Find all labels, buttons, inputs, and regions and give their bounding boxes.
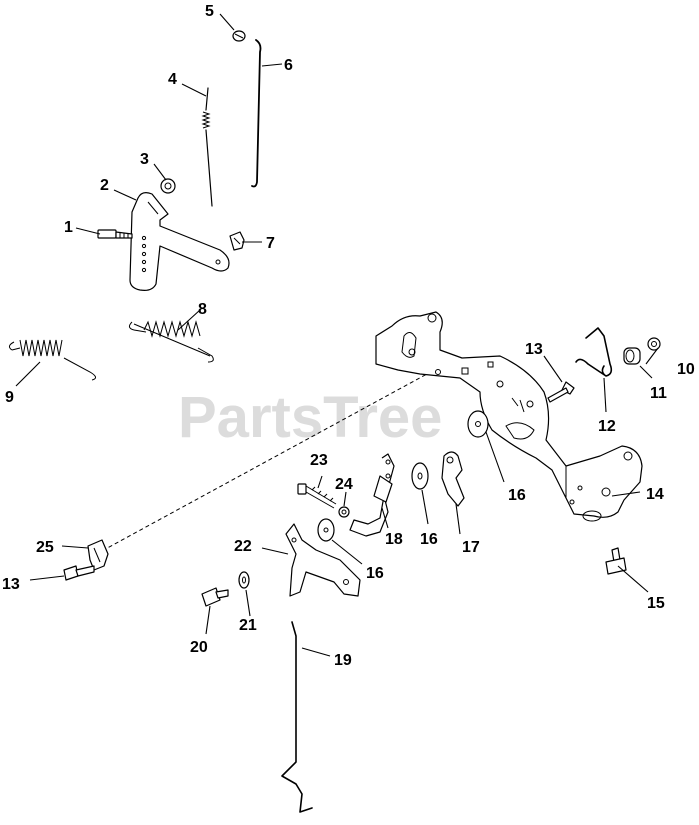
part-15-screw[interactable]	[605, 547, 627, 575]
part-24-nut[interactable]	[338, 506, 350, 518]
callout-3[interactable]: 3	[140, 151, 149, 168]
callout-17[interactable]: 17	[462, 539, 480, 556]
part-5-screw[interactable]	[232, 30, 246, 42]
callout-11[interactable]: 11	[650, 385, 667, 402]
part-2-control-lever[interactable]	[129, 192, 230, 291]
part-18-lever[interactable]	[349, 453, 395, 537]
part-6-rod[interactable]	[251, 39, 262, 188]
callout-10[interactable]: 10	[677, 361, 695, 378]
callout-21[interactable]: 21	[239, 617, 257, 634]
part-25-clip[interactable]	[87, 539, 109, 571]
part-7-clip[interactable]	[229, 231, 245, 251]
part-4-spring-wire[interactable]	[201, 87, 213, 207]
callout-14[interactable]: 14	[646, 486, 664, 503]
callout-15[interactable]: 15	[647, 595, 665, 612]
part-20-screw[interactable]	[201, 587, 229, 607]
callout-24[interactable]: 24	[335, 476, 353, 493]
part-9-spring[interactable]	[8, 339, 96, 381]
part-16-washer-middle[interactable]	[411, 462, 429, 490]
part-12-torsion-spring[interactable]	[575, 327, 613, 377]
callout-6[interactable]: 6	[284, 57, 293, 74]
part-1-screw[interactable]	[97, 229, 133, 239]
part-13-screw-upper[interactable]	[547, 381, 575, 403]
callout-4[interactable]: 4	[168, 71, 177, 88]
part-23-bolt[interactable]	[297, 483, 337, 509]
part-14-bracket-plate[interactable]	[375, 311, 643, 522]
callout-22[interactable]: 22	[234, 538, 252, 555]
callout-16-right[interactable]: 16	[508, 487, 526, 504]
callout-16-middle[interactable]: 16	[420, 531, 438, 548]
callout-1[interactable]: 1	[64, 219, 73, 236]
watermark: PartsTree	[178, 385, 442, 450]
part-13-screw-lower[interactable]	[63, 565, 95, 581]
part-21-washer[interactable]	[238, 571, 250, 589]
part-3-nut[interactable]	[160, 178, 176, 194]
callout-20[interactable]: 20	[190, 639, 208, 656]
callout-5[interactable]: 5	[205, 3, 214, 20]
part-16-washer-lower[interactable]	[317, 518, 335, 542]
callout-2[interactable]: 2	[100, 177, 109, 194]
part-22-bracket[interactable]	[285, 523, 361, 597]
part-8-spring[interactable]	[128, 320, 214, 363]
callout-16-lower[interactable]: 16	[366, 565, 384, 582]
callout-19[interactable]: 19	[334, 652, 352, 669]
callout-8[interactable]: 8	[198, 301, 207, 318]
part-17-lever[interactable]	[441, 451, 465, 507]
callout-7[interactable]: 7	[266, 235, 275, 252]
callout-23[interactable]: 23	[310, 452, 328, 469]
part-11-spacer[interactable]	[623, 347, 641, 365]
assembly-dashed-line	[99, 367, 439, 553]
callout-12[interactable]: 12	[598, 418, 616, 435]
callout-25[interactable]: 25	[36, 539, 54, 556]
part-19-rod[interactable]	[281, 621, 313, 813]
callout-13-upper[interactable]: 13	[525, 341, 543, 358]
callout-13-lower[interactable]: 13	[2, 576, 20, 593]
leader-lines	[15, 13, 659, 657]
part-16-washer-right[interactable]	[467, 410, 489, 438]
callout-labels: 1 2 3 4 5 6 7 8 9 10 11 12 13 13 14 15 1…	[2, 3, 695, 669]
callout-18[interactable]: 18	[385, 531, 403, 548]
callout-9[interactable]: 9	[5, 389, 14, 406]
part-10-nut[interactable]	[647, 337, 661, 351]
